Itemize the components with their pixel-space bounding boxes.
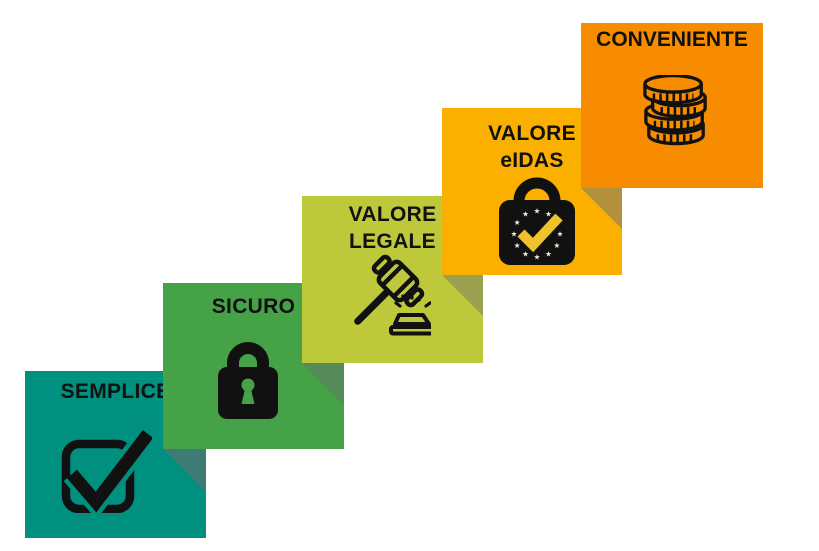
step-label-semplice: SEMPLICE <box>60 380 171 403</box>
svg-text:★: ★ <box>511 230 518 239</box>
step-label-valore-legale: VALORE LEGALE <box>348 203 437 253</box>
eidas-lock-icon: ★ ★ ★ ★ ★ ★ ★ ★ ★ ★ ★ ★ <box>499 177 575 265</box>
svg-text:★: ★ <box>557 230 564 239</box>
coins-stack-icon <box>643 75 707 146</box>
svg-text:★: ★ <box>554 241 561 250</box>
step-square-conveniente: CONVENIENTE <box>581 23 763 188</box>
step-label-conveniente: CONVENIENTE <box>596 28 748 51</box>
step-label-sicuro: SICURO <box>211 295 296 318</box>
svg-text:★: ★ <box>545 249 552 258</box>
step-label-valore-eidas: VALORE eIDAS <box>488 122 576 172</box>
svg-text:★: ★ <box>514 218 521 227</box>
svg-text:★: ★ <box>545 210 552 219</box>
svg-text:★: ★ <box>534 253 541 262</box>
svg-text:★: ★ <box>514 241 521 250</box>
svg-text:★: ★ <box>534 207 541 216</box>
svg-text:★: ★ <box>522 210 529 219</box>
checkbox-checked-icon <box>61 428 152 513</box>
gavel-icon <box>354 254 431 336</box>
padlock-icon <box>218 342 278 419</box>
svg-text:★: ★ <box>522 249 529 258</box>
